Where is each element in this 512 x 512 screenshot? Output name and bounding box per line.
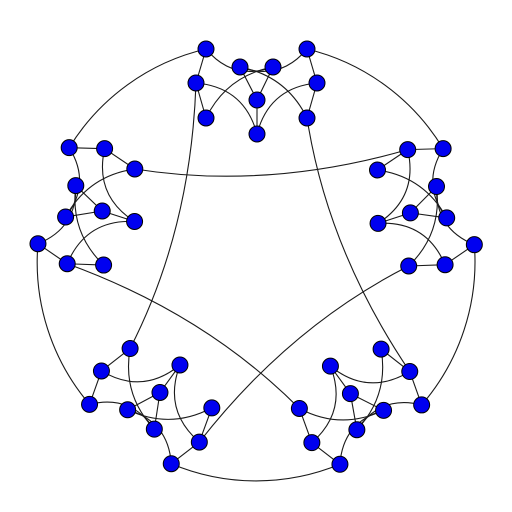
graph-edge <box>311 365 337 444</box>
graph-node <box>67 177 85 195</box>
graph-edge <box>195 82 258 135</box>
graph-node <box>231 58 249 76</box>
graph-node <box>400 257 418 275</box>
graph-node <box>401 204 419 222</box>
node-layer <box>29 40 483 473</box>
graph-edge <box>101 364 181 383</box>
inner-long-edge <box>134 149 408 177</box>
graph-edge <box>377 149 411 224</box>
graph-node <box>331 455 349 473</box>
graph-node <box>298 40 316 58</box>
graph-node <box>436 256 454 274</box>
graph-node <box>290 399 308 417</box>
graph-edge <box>66 220 135 264</box>
graph-node <box>57 208 75 226</box>
graph-node <box>465 236 483 254</box>
graph-node <box>372 340 390 358</box>
inner-long-edge <box>198 265 409 443</box>
graph-node <box>162 455 180 473</box>
graph-node <box>401 363 419 381</box>
graph-edge <box>256 82 318 135</box>
graph-node <box>95 256 113 274</box>
graph-node <box>151 383 169 401</box>
graph-node <box>119 401 137 419</box>
graph-node <box>58 255 76 273</box>
graph-node <box>203 399 221 417</box>
graph-node <box>248 125 266 143</box>
graph-node <box>145 420 163 438</box>
graph-node <box>399 141 417 159</box>
graph-node <box>413 396 431 414</box>
graph-edge <box>377 169 448 219</box>
graph-edge <box>239 66 308 119</box>
graph-node <box>341 385 359 403</box>
graph-node <box>190 433 208 451</box>
graph-node <box>248 91 266 109</box>
graph-node <box>348 421 366 439</box>
graph-node <box>264 58 282 76</box>
graph-edge <box>205 66 274 119</box>
graph-node <box>303 434 321 452</box>
graph-edge <box>330 365 411 384</box>
graph-node <box>434 140 452 158</box>
graph-node <box>369 214 387 232</box>
graph-node <box>321 357 339 375</box>
graph-node <box>438 209 456 227</box>
graph-edge <box>65 168 135 218</box>
graph-node <box>369 161 387 179</box>
outer-arc-edge <box>36 243 90 405</box>
graph-node <box>298 109 316 127</box>
inner-long-edge <box>306 117 411 372</box>
graph-node <box>60 139 78 157</box>
graph-edge <box>299 407 384 421</box>
graph-edge <box>127 407 213 420</box>
graph-node <box>96 140 114 158</box>
graph-node <box>29 235 47 253</box>
graph-edge <box>74 185 104 266</box>
graph-node <box>121 340 139 358</box>
graph-node <box>126 212 144 230</box>
graph-edge <box>101 148 135 222</box>
graph-node <box>197 109 215 127</box>
graph-edge <box>378 222 446 265</box>
graph-node <box>375 401 393 419</box>
graph-node <box>93 202 111 220</box>
graph-node <box>81 395 99 413</box>
graph-node <box>171 356 189 374</box>
inner-long-edge <box>67 263 300 409</box>
graph-edge <box>127 348 155 430</box>
graph-node <box>187 74 205 92</box>
graph-edge <box>173 364 200 443</box>
graph-node <box>308 74 326 92</box>
outer-arc-edge <box>68 48 207 148</box>
inner-long-edge <box>129 82 197 349</box>
outer-arc-edge <box>421 244 476 406</box>
graph-node <box>197 40 215 58</box>
graph-node <box>428 178 446 196</box>
graph-edge <box>356 349 384 431</box>
graph-edge <box>408 186 438 267</box>
graph-node <box>92 362 110 380</box>
outer-arc-edge <box>171 463 341 482</box>
graph-node <box>126 160 144 178</box>
outer-arc-edge <box>306 48 444 149</box>
